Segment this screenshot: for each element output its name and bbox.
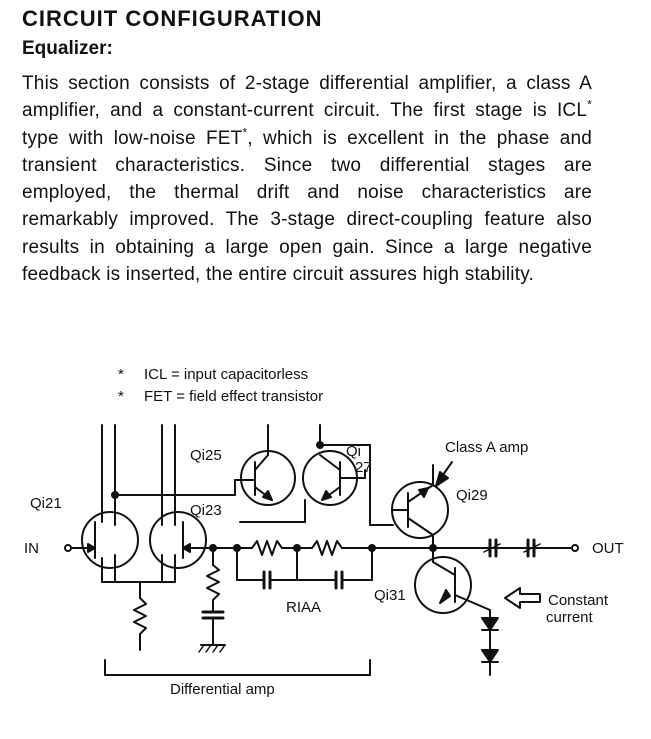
footnote-star: *: [118, 388, 124, 405]
paragraph-text-3: , which is excellent in the phase and tr…: [22, 127, 593, 286]
label-in: IN: [24, 540, 39, 557]
footnote-text: ICL = input capacitorless: [144, 366, 309, 383]
transistor-qi21: [81, 511, 139, 569]
label-qi31: Qi31: [374, 587, 406, 604]
footnote-star: *: [118, 366, 124, 383]
label-current: current: [546, 609, 594, 626]
footnote-mark-icl: *: [587, 97, 592, 112]
section-heading: CIRCUIT CONFIGURATION: [22, 6, 323, 31]
label-class-a: Class A amp: [445, 439, 528, 456]
paragraph-text-2: type with low-noise FET: [22, 127, 243, 149]
label-qi27-bottom: 27: [355, 459, 372, 476]
label-out: OUT: [592, 540, 624, 557]
footnotes: * ICL = input capacitorless * FET = field …: [118, 364, 323, 408]
transistor-qi23: [149, 511, 207, 569]
label-differential-amp: Differential amp: [170, 681, 275, 698]
footnote-icl: * ICL = input capacitorless: [118, 364, 323, 386]
subsection-heading: Equalizer:: [22, 38, 113, 59]
paragraph-text-1: This section consists of 2-stage differe…: [22, 73, 592, 122]
footnote-text: FET = field effect transistor: [144, 388, 324, 405]
transistor-qi31: [414, 556, 472, 614]
body-paragraph: This section consists of 2-stage differe…: [22, 70, 592, 288]
label-qi27-top: Qi: [346, 443, 361, 460]
label-riaa: RIAA: [286, 599, 321, 616]
footnote-fet: * FET = field effect transistor: [118, 386, 323, 408]
label-qi23: Qi23: [190, 502, 222, 519]
footnote-mark-fet: *: [242, 125, 248, 140]
label-constant: Constant: [548, 592, 609, 609]
label-qi29: Qi29: [456, 487, 488, 504]
label-qi21: Qi21: [30, 495, 62, 512]
label-qi25: Qi25: [190, 447, 222, 464]
transistor-qi25: [240, 450, 296, 506]
